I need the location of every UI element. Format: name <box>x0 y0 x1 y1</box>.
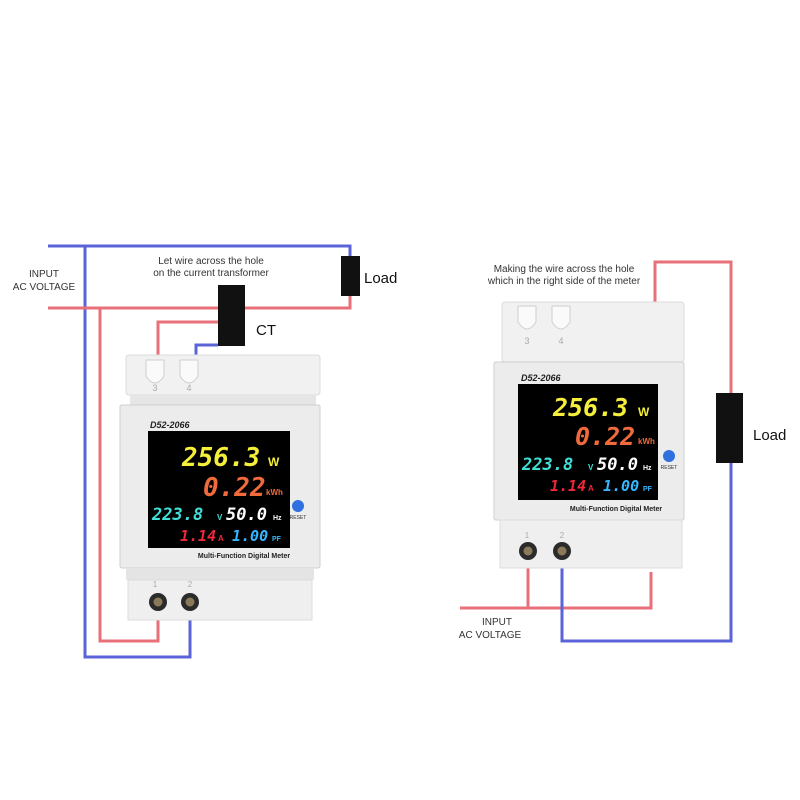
right-terminal-2-screw <box>553 542 571 560</box>
left-meter: 3 4 D52-2066 256.3 W 0.22 kWh 223.8 V 50… <box>119 354 321 621</box>
right-diagram: Making the wire across the hole which in… <box>459 260 786 643</box>
left-reset-button[interactable] <box>292 500 304 512</box>
right-current-unit: A <box>588 484 594 493</box>
left-terminal-2-screw <box>181 593 199 611</box>
right-terminal-1-label: 1 <box>525 531 530 540</box>
left-power-unit: W <box>268 455 280 469</box>
right-neutral-wire <box>560 462 733 643</box>
left-terminal-1-screw <box>149 593 167 611</box>
left-power-value: 256.3 <box>181 443 260 473</box>
left-energy-unit: kWh <box>266 488 283 497</box>
left-input-label-line2: AC VOLTAGE <box>13 282 76 293</box>
current-transformer <box>218 285 245 346</box>
right-note-line1: Making the wire across the hole <box>494 264 635 275</box>
right-meter-footer: Multi-Function Digital Meter <box>570 506 662 513</box>
right-input-label-line1: INPUT <box>482 617 512 628</box>
left-frequency-value: 50.0 <box>226 505 267 525</box>
right-terminal-4-label: 4 <box>558 336 563 346</box>
right-terminal-3-label: 3 <box>524 336 529 346</box>
left-current-value: 1.14 <box>180 527 216 545</box>
right-energy-value: 0.22 <box>575 422 635 451</box>
left-terminal-4 <box>179 359 199 384</box>
left-current-unit: A <box>218 534 224 543</box>
right-terminal-2-label: 2 <box>560 531 565 540</box>
left-diagram: INPUT AC VOLTAGE Let wire across the hol… <box>13 244 397 659</box>
left-meter-lower-shoulder <box>126 568 314 580</box>
left-note-line2: on the current transformer <box>153 268 269 279</box>
left-meter-screen <box>148 431 290 548</box>
right-voltage-value: 223.8 <box>521 455 573 475</box>
right-terminal-3 <box>517 305 537 330</box>
left-load-label: Load <box>364 270 397 287</box>
right-meter: 3 4 D52-2066 256.3 W 0.22 kWh 223.8 V 50… <box>493 301 685 569</box>
right-pf-value: 1.00 <box>603 477 639 495</box>
left-voltage-value: 223.8 <box>151 505 203 525</box>
left-pf-value: 1.00 <box>232 527 268 545</box>
left-terminal-1-label: 1 <box>153 580 158 589</box>
right-power-unit: W <box>638 405 650 419</box>
right-pf-unit: PF <box>643 486 653 493</box>
left-frequency-unit: Hz <box>273 515 282 522</box>
right-live-wire <box>460 260 733 610</box>
right-input-label-line2: AC VOLTAGE <box>459 630 522 641</box>
right-frequency-value: 50.0 <box>597 455 638 475</box>
left-meter-top-shoulder <box>130 395 316 405</box>
left-meter-model: D52-2066 <box>150 420 191 430</box>
right-load-label: Load <box>753 427 786 444</box>
left-meter-footer: Multi-Function Digital Meter <box>198 553 290 560</box>
right-energy-unit: kWh <box>638 437 655 446</box>
right-note-line2: which in the right side of the meter <box>487 276 641 287</box>
right-terminal-4 <box>551 305 571 330</box>
left-input-label-line1: INPUT <box>29 269 59 280</box>
left-voltage-unit: V <box>217 513 223 522</box>
right-frequency-unit: Hz <box>643 465 652 472</box>
right-power-value: 256.3 <box>552 393 628 422</box>
left-terminal-2-label: 2 <box>188 580 193 589</box>
right-load-block <box>716 393 743 463</box>
left-terminal-3-label: 3 <box>152 383 157 393</box>
left-energy-value: 0.22 <box>203 473 266 503</box>
left-reset-label: RESET <box>290 515 307 521</box>
right-reset-label: RESET <box>661 465 678 471</box>
left-terminal-4-label: 4 <box>186 383 191 393</box>
right-meter-screen <box>518 384 658 500</box>
right-reset-button[interactable] <box>663 450 675 462</box>
right-meter-model: D52-2066 <box>521 373 562 383</box>
ct-label: CT <box>256 322 276 339</box>
left-terminal-3 <box>145 359 165 384</box>
right-current-value: 1.14 <box>550 477 586 495</box>
right-voltage-unit: V <box>588 463 594 472</box>
left-note-line1: Let wire across the hole <box>158 256 264 267</box>
left-pf-unit: PF <box>272 536 282 543</box>
right-terminal-1-screw <box>519 542 537 560</box>
left-load-block <box>341 256 360 296</box>
